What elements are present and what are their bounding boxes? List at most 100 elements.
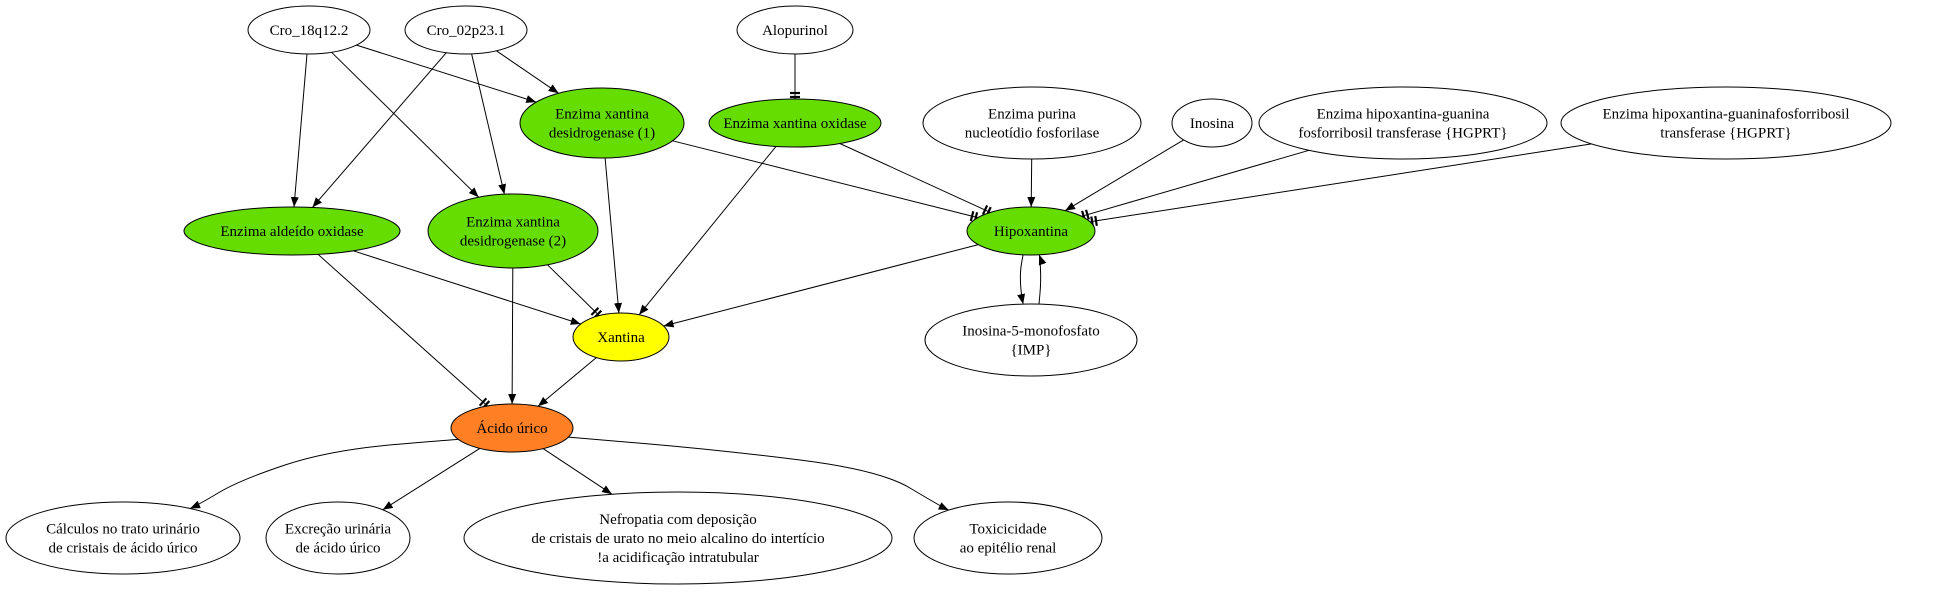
node-label: Cro_02p23.1	[427, 23, 506, 39]
node-label: Ácido úrico	[476, 420, 547, 437]
node-ellipse	[463, 491, 893, 585]
node-ellipse	[913, 501, 1103, 575]
node-ellipse	[924, 303, 1138, 377]
inhibition-line	[839, 143, 991, 213]
edge-acido-to-nefropatia	[542, 448, 613, 495]
edge-cro18-to-aldox	[290, 53, 308, 208]
node-ellipse	[1171, 98, 1253, 148]
node-ellipse	[265, 501, 411, 575]
arrow-line	[382, 447, 481, 511]
arrow-line	[1017, 254, 1025, 305]
arrow-line	[1038, 254, 1047, 305]
arrow-line	[1027, 158, 1036, 208]
inhibition-bar-icon	[1084, 209, 1090, 220]
edge-xdh1-to-xantina	[604, 157, 622, 314]
inhibition-line	[1090, 143, 1592, 223]
node-ellipse	[519, 87, 685, 159]
node-ellipse	[736, 5, 854, 55]
node-label: Inosina-5-monofosfato{IMP}	[962, 324, 1099, 359]
arrow-line	[356, 44, 537, 103]
arrow-line	[508, 267, 517, 405]
edge-acido-to-toxicidade	[567, 436, 949, 511]
edge-inosina-to-hipox	[1064, 139, 1184, 212]
node-acido: Ácido úrico	[450, 403, 574, 453]
node-label: Inosina	[1190, 116, 1235, 132]
node-label: Hipoxantina	[994, 224, 1068, 240]
node-ellipse	[572, 312, 670, 362]
edge-hipox-to-imp	[1017, 254, 1025, 305]
node-ellipse	[1560, 86, 1892, 160]
arrow-line	[189, 438, 459, 509]
node-imp: Inosina-5-monofosfato{IMP}	[924, 303, 1138, 377]
arrow-line	[663, 244, 979, 328]
node-label: Enzima aldeído oxidase	[220, 224, 364, 240]
edges-layer	[189, 44, 1592, 511]
arrow-line	[312, 52, 447, 208]
inhibition-line	[547, 264, 600, 316]
node-inosina: Inosina	[1171, 98, 1253, 148]
edge-alopurinol-to-xo	[790, 54, 800, 99]
arrow-line	[496, 50, 559, 94]
arrow-line	[331, 51, 480, 198]
edge-xdh1-to-hipox	[672, 140, 979, 223]
edge-hgprt1-to-hipox	[1081, 149, 1310, 221]
inhibition-bar-icon	[590, 307, 600, 316]
edge-acido-to-excrecao	[382, 447, 481, 511]
node-ellipse	[1258, 86, 1548, 160]
inhibition-line	[317, 253, 488, 407]
node-xo: Enzima xantina oxidase	[708, 98, 882, 148]
arrow-line	[638, 146, 777, 316]
node-ellipse	[247, 5, 371, 55]
node-ellipse	[450, 403, 574, 453]
edge-imp-to-hipox	[1038, 254, 1047, 305]
edge-acido-to-calculos	[189, 438, 459, 509]
edge-xdh2-to-xantina	[547, 264, 603, 319]
edge-xdh2-to-acido	[508, 267, 517, 405]
edge-hipox-to-xantina	[663, 244, 979, 328]
edge-cro18-to-xdh2	[331, 51, 480, 198]
edge-hgprt2-to-hipox	[1090, 143, 1592, 227]
inhibition-line	[672, 140, 979, 219]
arrow-line	[290, 53, 308, 208]
edge-cro02-to-xdh1	[496, 50, 559, 94]
node-ellipse	[922, 86, 1142, 160]
edge-pnp-to-hipox	[1027, 158, 1036, 208]
node-label: Xantina	[597, 330, 645, 346]
arrow-line	[604, 157, 622, 314]
inhibition-bar-icon	[1094, 215, 1098, 226]
edge-cro02-to-xdh2	[471, 53, 507, 195]
arrow-line	[1064, 139, 1184, 212]
inhibition-bar-icon	[478, 397, 488, 407]
node-cro18: Cro_18q12.2	[247, 5, 371, 55]
node-label: Cro_18q12.2	[270, 23, 349, 39]
node-ellipse	[708, 98, 882, 148]
node-cro02: Cro_02p23.1	[404, 5, 528, 55]
edge-cro18-to-xdh1	[356, 44, 537, 103]
inhibition-bar-icon	[981, 204, 989, 215]
inhibition-bar-icon	[969, 211, 975, 222]
arrow-line	[567, 436, 949, 511]
edge-aldox-to-acido	[317, 253, 491, 410]
edge-cro02-to-aldox	[312, 52, 447, 208]
node-hipox: Hipoxantina	[966, 206, 1096, 256]
node-ellipse	[183, 206, 401, 256]
edge-xantina-to-acido	[537, 357, 597, 407]
edge-aldox-to-xantina	[353, 250, 581, 325]
